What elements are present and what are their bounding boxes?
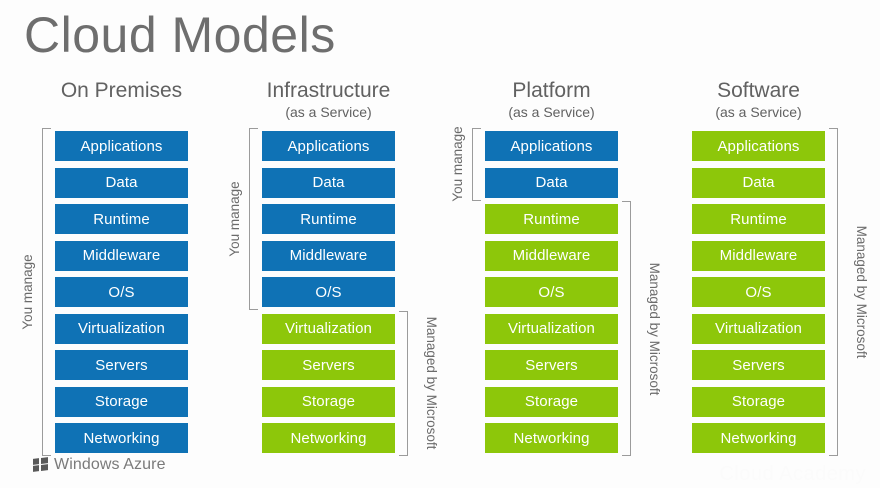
layer-bar-o-s[interactable]: O/S: [485, 277, 618, 307]
layer-bar-storage[interactable]: Storage: [485, 386, 618, 417]
layer-bar-runtime[interactable]: Runtime: [262, 204, 395, 234]
layer-bar-middleware[interactable]: Middleware: [262, 240, 395, 271]
column-heading-sub: (as a Service): [285, 104, 372, 120]
layer-bar-applications[interactable]: Applications: [262, 131, 395, 161]
layer-bar-applications[interactable]: Applications: [485, 131, 618, 161]
azure-wordmark: Windows Azure: [54, 456, 166, 473]
label-you-manage: You manage: [227, 181, 242, 257]
bracket-managed-by-microsoft: [622, 201, 631, 456]
column-infrastructure-as-a-service: Infrastructure (as a Service) Applications…: [227, 0, 439, 488]
label-you-manage: You manage: [20, 254, 35, 330]
column-heading-sub: (as a Service): [508, 104, 595, 120]
layer-bar-storage[interactable]: Storage: [262, 386, 395, 417]
layer-bar-storage[interactable]: Storage: [55, 386, 188, 417]
column-heading-main: On Premises: [60, 79, 183, 102]
layer-bar-virtualization[interactable]: Virtualization: [55, 313, 188, 344]
layer-bar-servers[interactable]: Servers: [485, 350, 618, 380]
layer-bar-middleware[interactable]: Middleware: [485, 240, 618, 271]
label-managed-by-microsoft: Managed by Microsoft: [647, 262, 662, 395]
column-heading-sub: (as a Service): [715, 104, 802, 120]
layer-bar-virtualization[interactable]: Virtualization: [485, 313, 618, 344]
column-heading-infrastructure-as-a-service: Infrastructure (as a Service): [238, 78, 419, 122]
page-title: Cloud Models: [24, 7, 336, 63]
layer-bar-servers[interactable]: Servers: [692, 350, 825, 380]
column-heading-on-premises: On Premises: [31, 78, 212, 103]
layer-bar-servers[interactable]: Servers: [262, 350, 395, 380]
layer-bar-runtime[interactable]: Runtime: [692, 204, 825, 234]
layer-bar-runtime[interactable]: Runtime: [485, 204, 618, 234]
layer-bar-o-s[interactable]: O/S: [262, 277, 395, 307]
layer-bar-applications[interactable]: Applications: [692, 131, 825, 161]
layer-bar-middleware[interactable]: Middleware: [692, 240, 825, 271]
windows-flag-icon: [33, 457, 48, 473]
layer-bar-applications[interactable]: Applications: [55, 131, 188, 161]
layer-bar-networking[interactable]: Networking: [55, 423, 188, 453]
layer-bar-o-s[interactable]: O/S: [55, 277, 188, 307]
label-managed-by-microsoft: Managed by Microsoft: [424, 316, 439, 450]
layer-bar-servers[interactable]: Servers: [55, 350, 188, 380]
column-heading-main: Software: [717, 79, 800, 102]
layer-bar-storage[interactable]: Storage: [692, 386, 825, 417]
layer-bar-data[interactable]: Data: [485, 167, 618, 198]
layer-bar-networking[interactable]: Networking: [262, 423, 395, 453]
layer-bar-networking[interactable]: Networking: [692, 423, 825, 453]
column-heading-main: Platform: [512, 79, 591, 102]
bracket-you-manage: [42, 128, 51, 456]
layer-bar-virtualization[interactable]: Virtualization: [262, 313, 395, 344]
layer-bar-runtime[interactable]: Runtime: [55, 204, 188, 234]
column-heading-software-as-a-service: Software (as a Service): [668, 78, 849, 122]
layer-bar-data[interactable]: Data: [262, 167, 395, 198]
bracket-managed-by-microsoft: [399, 310, 408, 456]
column-heading-main: Infrastructure: [266, 79, 391, 102]
watermark: Cloud Academy: [719, 463, 866, 485]
windows-azure-logo: Windows Azure: [33, 456, 166, 474]
label-you-manage: You manage: [450, 126, 465, 202]
layer-bar-virtualization[interactable]: Virtualization: [692, 313, 825, 344]
layer-bar-networking[interactable]: Networking: [485, 423, 618, 453]
bracket-you-manage: [472, 128, 481, 201]
label-managed-by-microsoft: Managed by Microsoft: [854, 225, 869, 359]
layer-bar-o-s[interactable]: O/S: [692, 277, 825, 307]
column-heading-platform-as-a-service: Platform (as a Service): [461, 78, 642, 122]
layer-bar-data[interactable]: Data: [55, 167, 188, 198]
layer-bar-middleware[interactable]: Middleware: [55, 240, 188, 271]
bracket-you-manage: [249, 128, 258, 310]
bracket-managed-by-microsoft: [829, 128, 838, 456]
layer-bar-data[interactable]: Data: [692, 167, 825, 198]
